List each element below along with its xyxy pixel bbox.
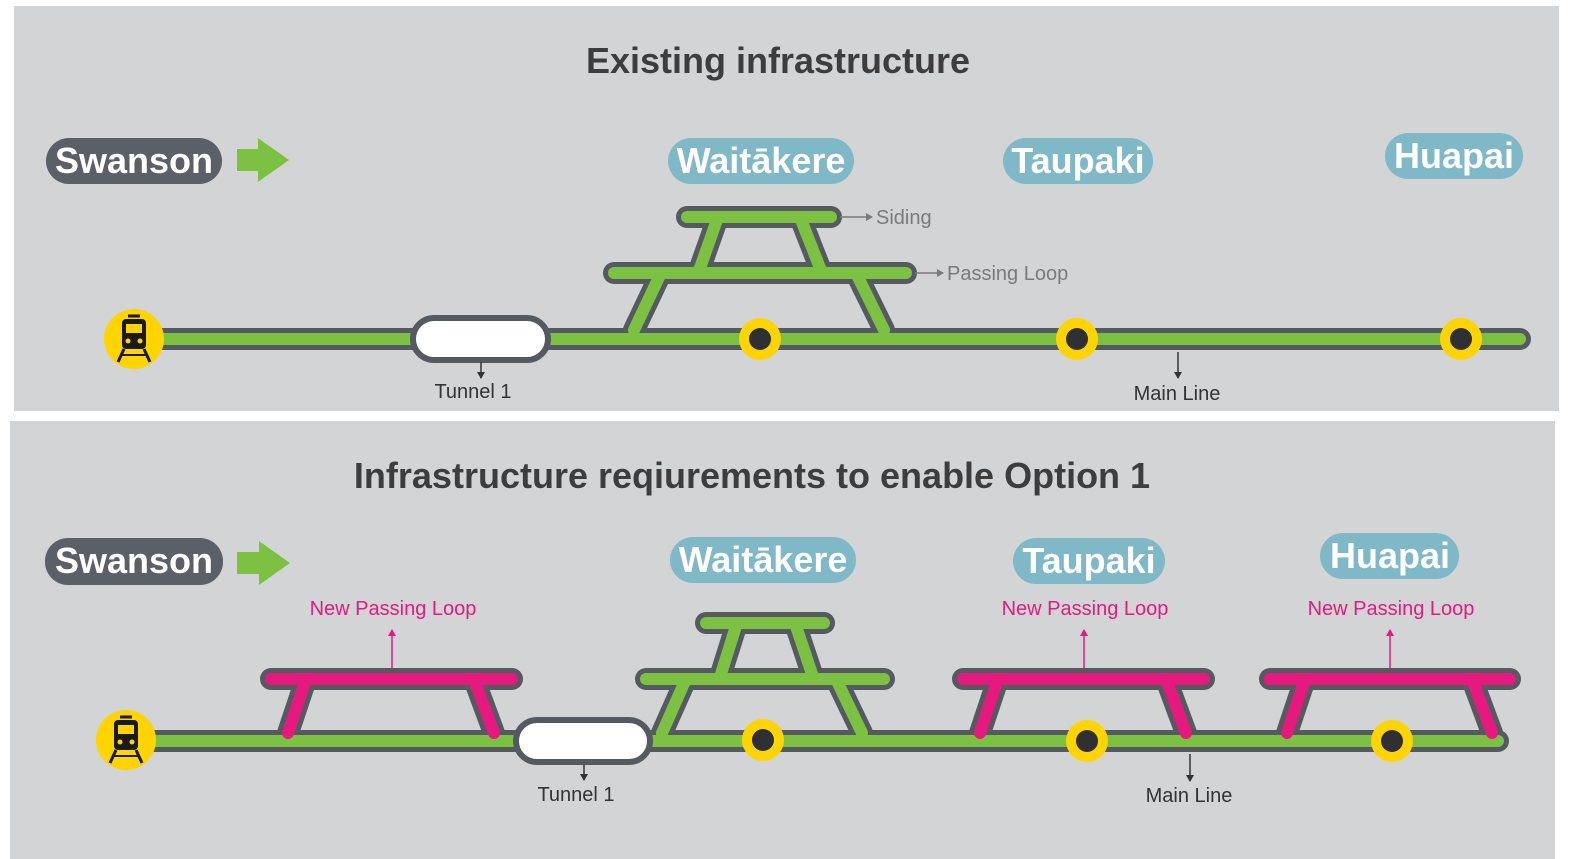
- train-icon: [96, 710, 156, 770]
- new-passing-loop-label: New Passing Loop: [1308, 598, 1475, 620]
- station-label: Waitākere: [679, 539, 848, 580]
- station-pill-huapai: [1385, 133, 1523, 179]
- station-marker: [1371, 720, 1413, 762]
- station-label: Taupaki: [1022, 540, 1155, 581]
- origin-label: Swanson: [55, 140, 213, 181]
- station-label: Huapai: [1330, 535, 1450, 576]
- track-green: [129, 617, 1504, 747]
- panel-background: [10, 421, 1555, 859]
- station-marker: [1056, 318, 1098, 360]
- origin-label: Swanson: [55, 540, 213, 581]
- station-marker: [739, 318, 781, 360]
- passing-loop-label: Passing Loop: [947, 263, 1068, 285]
- main-line-label: Main Line: [1146, 785, 1233, 807]
- origin-pill: [45, 538, 223, 585]
- main-line-label: Main Line: [1134, 383, 1221, 405]
- new-passing-loop-track: [265, 673, 1516, 739]
- station-marker: [742, 719, 784, 761]
- tunnel: [410, 315, 551, 363]
- tunnel-label: Tunnel 1: [537, 784, 614, 806]
- station-label: Huapai: [1394, 135, 1514, 176]
- track-green: [134, 211, 1526, 345]
- station-marker: [1440, 318, 1482, 360]
- right-arrow-icon: [237, 541, 290, 585]
- panel-existing: Existing infrastructure Swanson Waitāker…: [14, 6, 1559, 411]
- station-pill-taupaki: [1013, 538, 1165, 584]
- station-pill-waitakere: [670, 537, 856, 583]
- panel-option-1: Infrastructure reqiurements to enable Op…: [10, 421, 1555, 859]
- station-pill-huapai: [1320, 533, 1459, 579]
- siding-label: Siding: [876, 207, 932, 229]
- right-arrow-icon: [237, 138, 289, 182]
- station-pill-waitakere: [668, 138, 854, 184]
- tunnel: [513, 717, 653, 765]
- origin-pill: [46, 138, 222, 184]
- new-passing-loop-label: New Passing Loop: [1002, 598, 1169, 620]
- train-icon: [104, 309, 164, 369]
- new-passing-loop-label: New Passing Loop: [310, 598, 477, 620]
- panel-title: Existing infrastructure: [586, 40, 970, 81]
- station-label: Waitākere: [677, 140, 846, 181]
- tunnel-label: Tunnel 1: [434, 381, 511, 403]
- station-pill-taupaki: [1003, 138, 1153, 184]
- station-marker: [1066, 720, 1108, 762]
- station-label: Taupaki: [1011, 140, 1144, 181]
- panel-title: Infrastructure reqiurements to enable Op…: [354, 455, 1150, 496]
